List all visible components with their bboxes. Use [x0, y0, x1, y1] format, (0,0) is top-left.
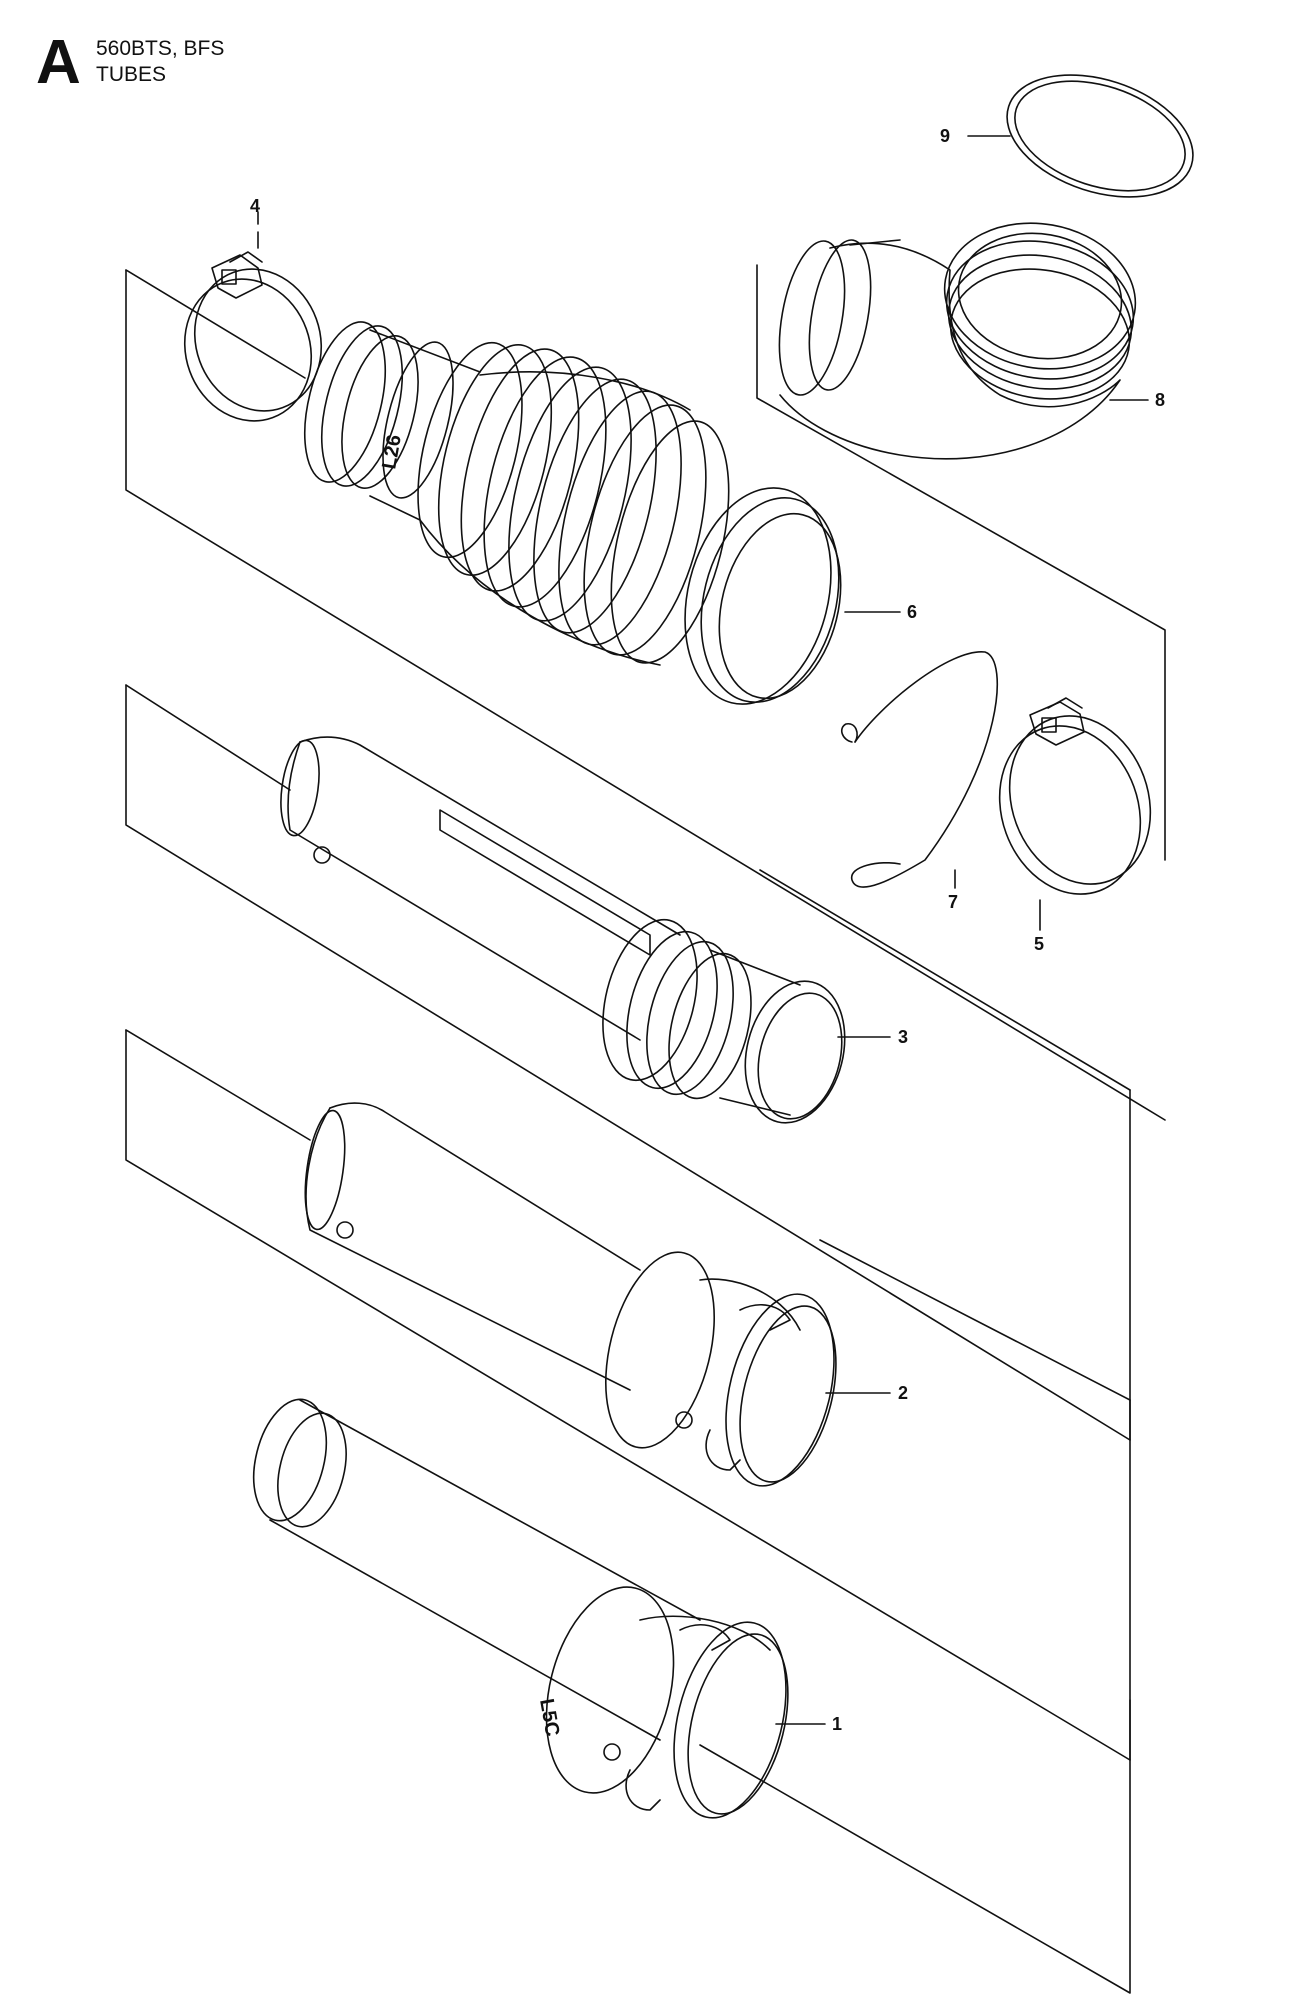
callout-1: 1	[832, 1714, 842, 1734]
hose-clamp-left	[183, 231, 323, 422]
bellows-tube	[304, 321, 842, 705]
retaining-wire	[840, 651, 999, 888]
callout-labels: 9 8 4 6 7 5 3 2 1	[250, 126, 1165, 1734]
assembly-frame-tube-1	[699, 1699, 1131, 1994]
model-title: 560BTS, BFS	[96, 37, 225, 60]
diagram-header: A 560BTS, BFS TUBES	[36, 32, 436, 102]
section-letter: A	[36, 28, 81, 97]
tube-middle	[304, 1102, 837, 1487]
callout-8: 8	[1155, 390, 1165, 410]
title-block: 560BTS, BFS TUBES	[96, 36, 224, 88]
callout-3: 3	[898, 1027, 908, 1047]
o-ring	[1006, 74, 1194, 198]
bellows-stamp: L26	[378, 433, 406, 471]
callout-5: 5	[1034, 934, 1044, 954]
callout-2: 2	[898, 1383, 908, 1403]
tube-upper-with-slot	[280, 736, 846, 1124]
callout-7: 7	[948, 892, 958, 912]
group-title: TUBES	[96, 63, 167, 86]
tube-end-with-marking	[252, 1398, 789, 1819]
hose-clamp-right	[998, 697, 1152, 895]
elbow-tube	[778, 222, 1137, 460]
assembly-frame-elbow	[756, 264, 1166, 861]
assembly-frame-tube-2	[125, 1029, 1131, 1761]
callout-6: 6	[907, 602, 917, 622]
end-tube-stamp: L5C	[535, 1697, 563, 1738]
callout-4: 4	[250, 196, 260, 216]
leader-lines	[257, 135, 1149, 1725]
assembly-frame-upper	[125, 269, 1166, 1121]
callout-9: 9	[940, 126, 950, 146]
assembly-frame-tube-3	[125, 684, 1131, 1441]
